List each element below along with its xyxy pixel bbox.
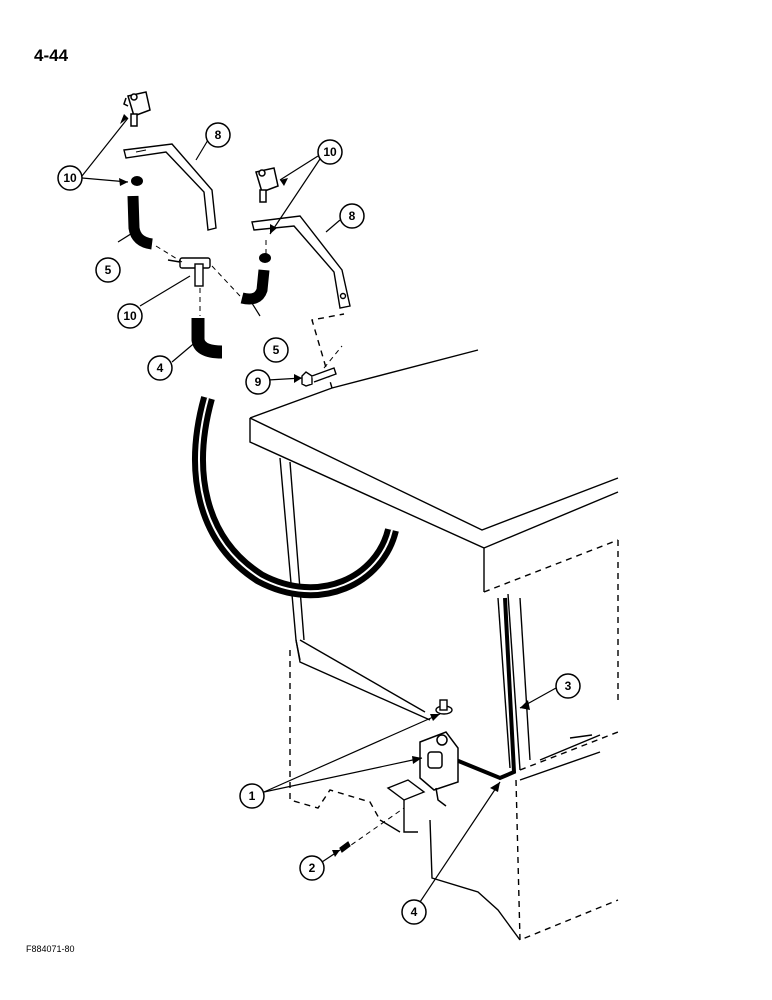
- nut-left: [131, 176, 143, 186]
- page-number: 4-44: [34, 46, 69, 65]
- callout-10-tee: 10: [117, 303, 143, 329]
- callout-4-upper: 4: [147, 355, 173, 381]
- callout-10-upper-left: 10: [57, 165, 83, 191]
- callout-5-left: 5: [95, 257, 121, 283]
- callout-4-lower: 4: [401, 899, 427, 925]
- washer-nozzle-left: [123, 91, 151, 127]
- figure-code: F884071-80: [26, 944, 75, 954]
- bracket-left: [123, 143, 217, 231]
- callout-8-right: 8: [339, 203, 365, 229]
- callout-8-left: 8: [205, 122, 231, 148]
- svg-text:4: 4: [157, 361, 164, 375]
- mounting-bracket: [386, 779, 426, 833]
- screw: [339, 841, 351, 853]
- svg-text:1: 1: [249, 789, 256, 803]
- svg-text:4: 4: [411, 905, 418, 919]
- tee-fitting: [167, 257, 211, 287]
- long-hose: [192, 396, 517, 781]
- svg-text:5: 5: [105, 263, 112, 277]
- nut-right: [259, 253, 271, 263]
- callout-1: 1: [239, 783, 265, 809]
- svg-text:9: 9: [255, 375, 262, 389]
- washer-nozzle-right: [255, 167, 279, 203]
- svg-text:2: 2: [309, 861, 316, 875]
- svg-text:8: 8: [349, 209, 356, 223]
- bracket-right: [251, 215, 351, 309]
- cab-panel: [249, 313, 619, 942]
- svg-text:3: 3: [565, 679, 572, 693]
- bolt: [301, 367, 337, 387]
- svg-text:10: 10: [63, 171, 77, 185]
- leader-lines: [81, 117, 557, 903]
- callout-2: 2: [299, 855, 325, 881]
- hose-short: [191, 318, 223, 359]
- callout-9: 9: [245, 369, 271, 395]
- fitting-top: [435, 699, 453, 715]
- hose-left: [127, 195, 153, 250]
- svg-text:10: 10: [323, 145, 337, 159]
- svg-text:5: 5: [273, 343, 280, 357]
- svg-text:8: 8: [215, 128, 222, 142]
- callout-5-right: 5: [263, 337, 289, 363]
- svg-text:10: 10: [123, 309, 137, 323]
- callout-3: 3: [555, 673, 581, 699]
- arrowheads: [119, 114, 530, 857]
- callout-10-upper-right: 10: [317, 139, 343, 165]
- washer-pump: [419, 731, 459, 807]
- hose-right: [240, 269, 270, 305]
